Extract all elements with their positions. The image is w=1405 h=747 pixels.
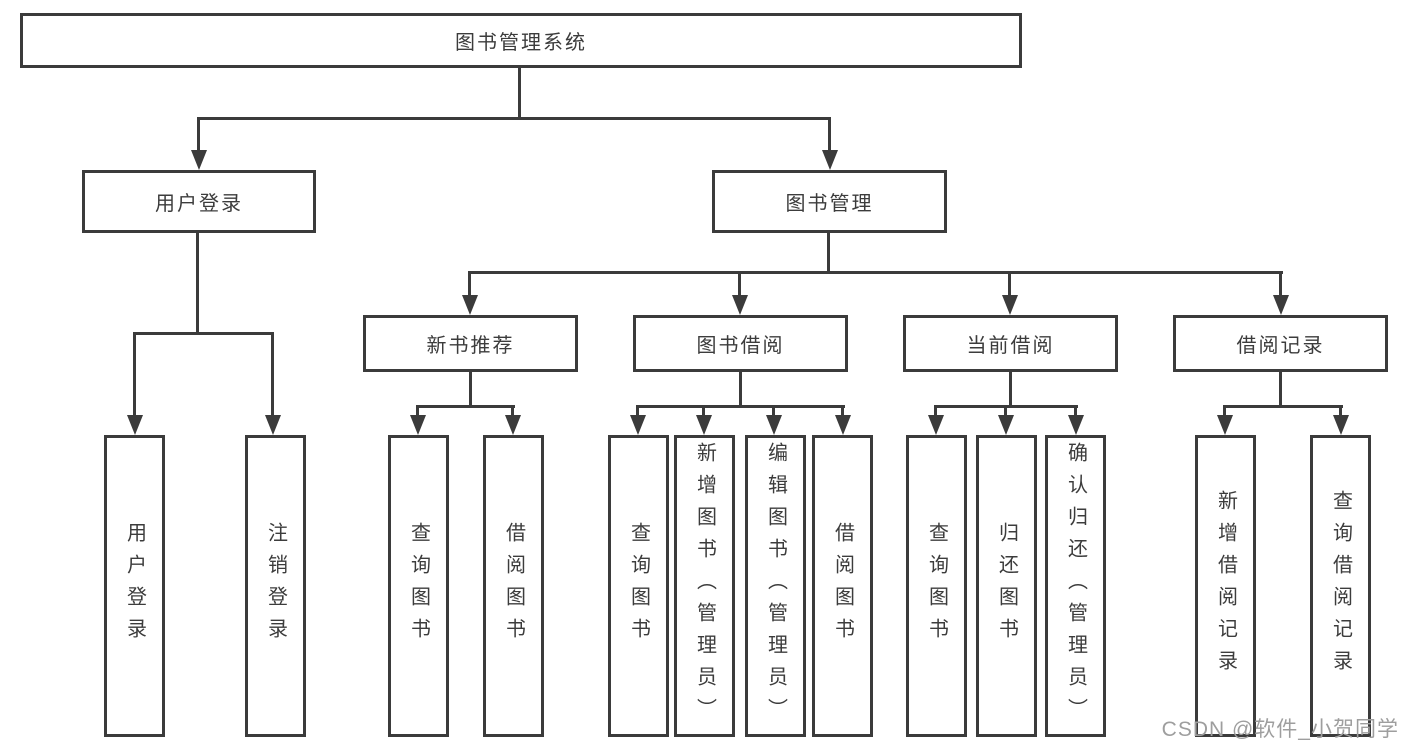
connector-line (197, 117, 200, 153)
connector-line (636, 405, 639, 419)
node-new-book-recommend: 新书推荐 (363, 315, 578, 372)
arrowhead-icon (696, 415, 712, 435)
arrowhead-icon (191, 150, 207, 170)
leaf-add-borrow-record: 新增借阅记录 (1195, 435, 1256, 737)
connector-line (469, 372, 472, 408)
connector-line (196, 233, 199, 334)
arrowhead-icon (1002, 295, 1018, 315)
arrowhead-icon (1333, 415, 1349, 435)
leaf-user-login-label: 用户登录 (123, 522, 146, 650)
connector-line (416, 405, 515, 408)
leaf-borrow-books-recommend-label: 借阅图书 (502, 522, 525, 650)
arrowhead-icon (505, 415, 521, 435)
node-current-borrow-label: 当前借阅 (966, 335, 1055, 357)
arrowhead-icon (1273, 295, 1289, 315)
leaf-confirm-return-admin-label: 确认归还（管理员） (1064, 442, 1087, 730)
node-current-borrow: 当前借阅 (903, 315, 1118, 372)
connector-line (1279, 372, 1282, 408)
arrowhead-icon (462, 295, 478, 315)
connector-line (772, 405, 775, 419)
leaf-logout: 注销登录 (245, 435, 306, 737)
leaf-edit-books-admin: 编辑图书（管理员） (745, 435, 806, 737)
connector-line (738, 271, 741, 297)
leaf-query-books-borrow: 查询图书 (608, 435, 669, 737)
connector-line (416, 405, 419, 419)
node-user-login-label: 用户登录 (155, 193, 243, 215)
node-book-borrow-label: 图书借阅 (696, 335, 785, 357)
leaf-query-borrow-record: 查询借阅记录 (1310, 435, 1371, 737)
connector-line (468, 271, 471, 297)
leaf-add-borrow-record-label: 新增借阅记录 (1214, 490, 1237, 682)
leaf-query-books-current: 查询图书 (906, 435, 967, 737)
arrowhead-icon (998, 415, 1014, 435)
arrowhead-icon (822, 150, 838, 170)
node-book-management-label: 图书管理 (785, 193, 874, 215)
arrowhead-icon (127, 415, 143, 435)
connector-line (702, 405, 705, 419)
connector-line (841, 405, 844, 419)
node-root: 图书管理系统 (20, 13, 1022, 68)
leaf-query-books-borrow-label: 查询图书 (627, 522, 650, 650)
leaf-borrow-books-label: 借阅图书 (831, 522, 854, 650)
connector-line (1008, 271, 1011, 297)
leaf-borrow-books-recommend: 借阅图书 (483, 435, 544, 737)
leaf-query-borrow-record-label: 查询借阅记录 (1329, 490, 1352, 682)
connector-line (511, 405, 514, 419)
leaf-return-books-label: 归还图书 (995, 522, 1018, 650)
connector-line (1223, 405, 1226, 419)
arrowhead-icon (1217, 415, 1233, 435)
connector-line (1223, 405, 1343, 408)
node-new-book-recommend-label: 新书推荐 (426, 335, 515, 357)
connector-line (271, 332, 274, 415)
node-borrow-records-label: 借阅记录 (1236, 335, 1325, 357)
connector-line (739, 372, 742, 408)
node-book-borrow: 图书借阅 (633, 315, 848, 372)
connector-line (197, 117, 831, 120)
connector-line (1004, 405, 1007, 419)
connector-line (133, 332, 274, 335)
connector-line (827, 233, 830, 274)
leaf-logout-label: 注销登录 (264, 522, 287, 650)
connector-line (1339, 405, 1342, 419)
leaf-edit-books-admin-label: 编辑图书（管理员） (764, 442, 787, 730)
connector-line (518, 68, 521, 118)
leaf-borrow-books: 借阅图书 (812, 435, 873, 737)
leaf-user-login: 用户登录 (104, 435, 165, 737)
node-borrow-records: 借阅记录 (1173, 315, 1388, 372)
arrowhead-icon (835, 415, 851, 435)
watermark: CSDN @软件_小贺同学 (1161, 718, 1399, 741)
arrowhead-icon (1068, 415, 1084, 435)
node-root-label: 图书管理系统 (455, 32, 587, 54)
leaf-query-books-current-label: 查询图书 (925, 522, 948, 650)
arrowhead-icon (265, 415, 281, 435)
connector-line (828, 117, 831, 153)
leaf-query-books-recommend: 查询图书 (388, 435, 449, 737)
leaf-query-books-recommend-label: 查询图书 (407, 522, 430, 650)
leaf-confirm-return-admin: 确认归还（管理员） (1045, 435, 1106, 737)
arrowhead-icon (410, 415, 426, 435)
connector-line (468, 271, 1283, 274)
connector-line (1074, 405, 1077, 419)
connector-line (133, 332, 136, 415)
arrowhead-icon (630, 415, 646, 435)
arrowhead-icon (928, 415, 944, 435)
node-user-login: 用户登录 (82, 170, 316, 233)
leaf-add-books-admin-label: 新增图书（管理员） (693, 442, 716, 730)
connector-line (636, 405, 845, 408)
leaf-return-books: 归还图书 (976, 435, 1037, 737)
connector-line (1279, 271, 1282, 297)
arrowhead-icon (732, 295, 748, 315)
arrowhead-icon (766, 415, 782, 435)
leaf-add-books-admin: 新增图书（管理员） (674, 435, 735, 737)
node-book-management: 图书管理 (712, 170, 947, 233)
connector-line (934, 405, 937, 419)
connector-line (1009, 372, 1012, 408)
